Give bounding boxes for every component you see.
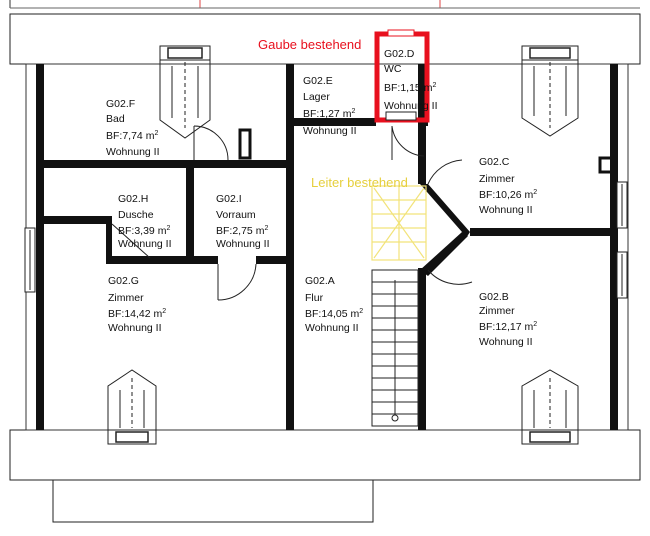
- svg-text:BF:7,74 m2: BF:7,74 m2: [106, 130, 158, 142]
- room-unit: Wohnung II: [108, 322, 162, 334]
- roof-eave-top: [9, 13, 641, 65]
- room-name: Zimmer: [479, 305, 515, 317]
- room-area: BF:1,15 m: [384, 82, 433, 94]
- room-id: G02.I: [216, 193, 242, 205]
- dormer-top-right: [521, 45, 579, 137]
- dormer-top-left: [159, 45, 211, 139]
- room-id: G02.F: [106, 98, 135, 110]
- room-id: G02.E: [303, 75, 333, 87]
- room-unit: Wohnung II: [106, 146, 160, 158]
- area-superscript: 2: [359, 308, 363, 315]
- svg-text:BF:1,27 m2: BF:1,27 m2: [303, 108, 355, 120]
- area-superscript: 2: [162, 308, 166, 315]
- exterior-walls: [36, 64, 618, 430]
- svg-text:BF:14,05 m2: BF:14,05 m2: [305, 308, 363, 320]
- area-superscript: 2: [351, 108, 355, 115]
- svg-text:BF:2,75 m2: BF:2,75 m2: [216, 225, 268, 237]
- room-id: G02.G: [108, 275, 139, 287]
- svg-text:BF:12,17 m2: BF:12,17 m2: [479, 321, 537, 333]
- entrance-platform: [52, 479, 374, 523]
- room-label-g02e: G02.E Lager BF:1,27 m2 Wohnung II: [303, 75, 357, 137]
- staircase: [371, 269, 419, 427]
- room-label-g02c: G02.C Zimmer BF:10,26 m2 Wohnung II: [479, 156, 537, 216]
- room-name: Flur: [305, 292, 324, 304]
- door-swings: [111, 125, 473, 301]
- room-area: BF:12,17 m: [479, 321, 534, 333]
- gable-windows: [24, 181, 628, 299]
- area-superscript: 2: [264, 225, 268, 232]
- room-unit: Wohnung II: [479, 204, 533, 216]
- room-name: Vorraum: [216, 209, 256, 221]
- room-unit: Wohnung II: [118, 238, 172, 250]
- room-label-g02f: G02.F Bad BF:7,74 m2 Wohnung II: [106, 98, 160, 158]
- gaube-note: Gaube bestehend: [258, 37, 361, 52]
- area-superscript: 2: [533, 189, 537, 196]
- room-area: BF:10,26 m: [479, 189, 534, 201]
- room-area: BF:14,05 m: [305, 308, 360, 320]
- room-unit: Wohnung II: [479, 336, 533, 348]
- top-edge-marks: [9, 0, 640, 9]
- dormer-bottom-right: [521, 369, 579, 445]
- dormer-bottom-left: [107, 369, 157, 445]
- room-label-g02g: G02.G Zimmer BF:14,42 m2 Wohnung II: [108, 275, 166, 334]
- room-area: BF:2,75 m: [216, 225, 265, 237]
- room-name: Zimmer: [108, 292, 144, 304]
- room-name: WC: [384, 63, 402, 75]
- area-superscript: 2: [154, 130, 158, 137]
- room-area: BF:3,39 m: [118, 225, 167, 237]
- room-area: BF:14,42 m: [108, 308, 163, 320]
- area-superscript: 2: [166, 225, 170, 232]
- wc-dormer-highlight: [374, 29, 430, 123]
- room-label-g02d: G02.D WC BF:1,15 m2 Wohnung II: [384, 48, 438, 112]
- room-label-g02h: G02.H Dusche BF:3,39 m2 Wohnung II: [118, 193, 172, 250]
- room-id: G02.A: [305, 275, 335, 287]
- room-unit: Wohnung II: [216, 238, 270, 250]
- svg-text:BF:10,26 m2: BF:10,26 m2: [479, 189, 537, 201]
- area-superscript: 2: [533, 321, 537, 328]
- room-area: BF:1,27 m: [303, 108, 352, 120]
- room-name: Lager: [303, 91, 330, 103]
- room-unit: Wohnung II: [384, 100, 438, 112]
- ladder-hatch: [371, 185, 427, 261]
- room-id: G02.C: [479, 156, 510, 168]
- room-name: Bad: [106, 113, 125, 125]
- area-superscript: 2: [432, 82, 436, 89]
- leiter-note: Leiter bestehend: [311, 175, 408, 190]
- svg-text:BF:3,39 m2: BF:3,39 m2: [118, 225, 170, 237]
- roof-eave-bottom: [9, 429, 641, 481]
- room-area: BF:7,74 m: [106, 130, 155, 142]
- svg-text:BF:14,42 m2: BF:14,42 m2: [108, 308, 166, 320]
- room-unit: Wohnung II: [305, 322, 359, 334]
- room-name: Dusche: [118, 209, 154, 221]
- room-unit: Wohnung II: [303, 125, 357, 137]
- room-label-g02a: G02.A Flur BF:14,05 m2 Wohnung II: [305, 275, 363, 334]
- room-name: Zimmer: [479, 173, 515, 185]
- room-label-g02i: G02.I Vorraum BF:2,75 m2 Wohnung II: [216, 193, 270, 250]
- room-id: G02.H: [118, 193, 148, 205]
- room-id: G02.D: [384, 48, 415, 60]
- svg-text:BF:1,15 m2: BF:1,15 m2: [384, 82, 436, 94]
- room-label-g02b: G02.B Zimmer BF:12,17 m2 Wohnung II: [479, 291, 537, 348]
- room-id: G02.B: [479, 291, 509, 303]
